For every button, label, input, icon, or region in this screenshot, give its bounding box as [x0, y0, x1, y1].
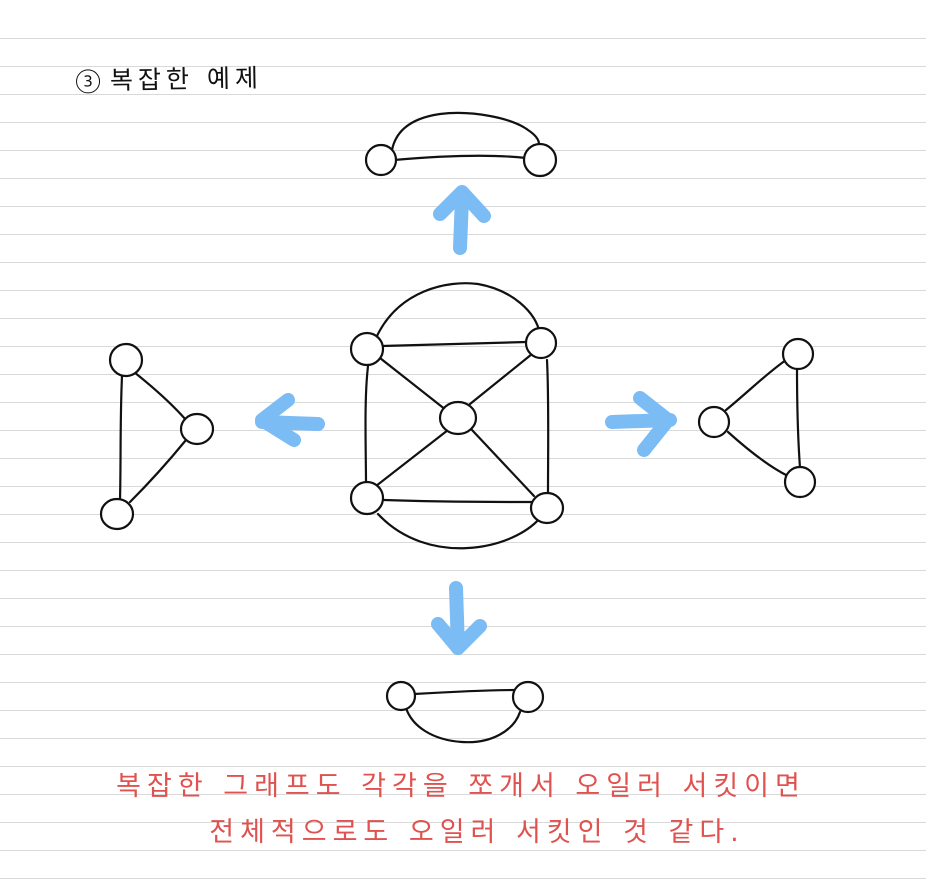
node-right-sub-top: [781, 337, 815, 371]
edge-left-vertical: [364, 364, 370, 486]
edge-tl-center: [378, 356, 448, 412]
edge-top-straight: [380, 340, 528, 348]
edge-left-sub-lower: [128, 438, 188, 504]
edge-right-sub-lower: [726, 430, 790, 478]
edge-tr-center: [468, 352, 534, 406]
node-bottom-left: [349, 480, 385, 516]
edge-bottom-arc: [376, 512, 542, 550]
node-top-sub-right: [522, 142, 558, 178]
node-bottom-right: [529, 491, 565, 525]
edge-bottom-straight: [382, 498, 534, 504]
edge-left-sub-vertical: [118, 374, 124, 502]
right-subgraph: [697, 337, 817, 499]
left-subgraph: [99, 342, 215, 531]
node-top-left: [349, 331, 385, 367]
node-right-sub-left: [697, 405, 731, 439]
edge-br-center: [470, 428, 536, 498]
edge-bl-center: [374, 428, 450, 488]
arrow-left-icon: [255, 393, 325, 447]
note-line-1: 복잡한 그래프도 각각을 쪼개서 오일러 서킷이면: [116, 771, 806, 802]
edge-bottom-sub-straight: [412, 688, 518, 696]
node-bottom-sub-left: [385, 680, 417, 712]
edge-top-sub-arc: [390, 111, 541, 152]
edge-right-vertical: [545, 358, 550, 496]
node-top-right: [524, 326, 558, 360]
edge-bottom-sub-arc: [404, 706, 522, 744]
edge-right-sub-upper: [724, 358, 788, 412]
node-right-sub-bottom: [783, 465, 817, 499]
edge-top-sub-straight: [392, 154, 528, 162]
edge-top-arc: [374, 282, 542, 340]
node-left-sub-top: [108, 342, 144, 378]
arrow-down-icon: [431, 581, 487, 655]
node-left-sub-bottom: [99, 497, 135, 531]
top-subgraph: [364, 111, 558, 178]
central-graph: [349, 282, 565, 550]
edge-left-sub-upper: [132, 370, 188, 422]
arrow-right-icon: [605, 391, 677, 457]
edge-right-sub-vertical: [795, 366, 802, 470]
node-center: [438, 400, 478, 436]
node-bottom-sub-right: [511, 680, 545, 714]
arrow-up-icon: [433, 185, 491, 255]
node-top-sub-left: [364, 143, 398, 177]
bottom-subgraph: [385, 680, 545, 744]
node-left-sub-right: [179, 412, 215, 446]
note-line-2: 전체적으로도 오일러 서킷인 것 같다.: [209, 817, 745, 848]
